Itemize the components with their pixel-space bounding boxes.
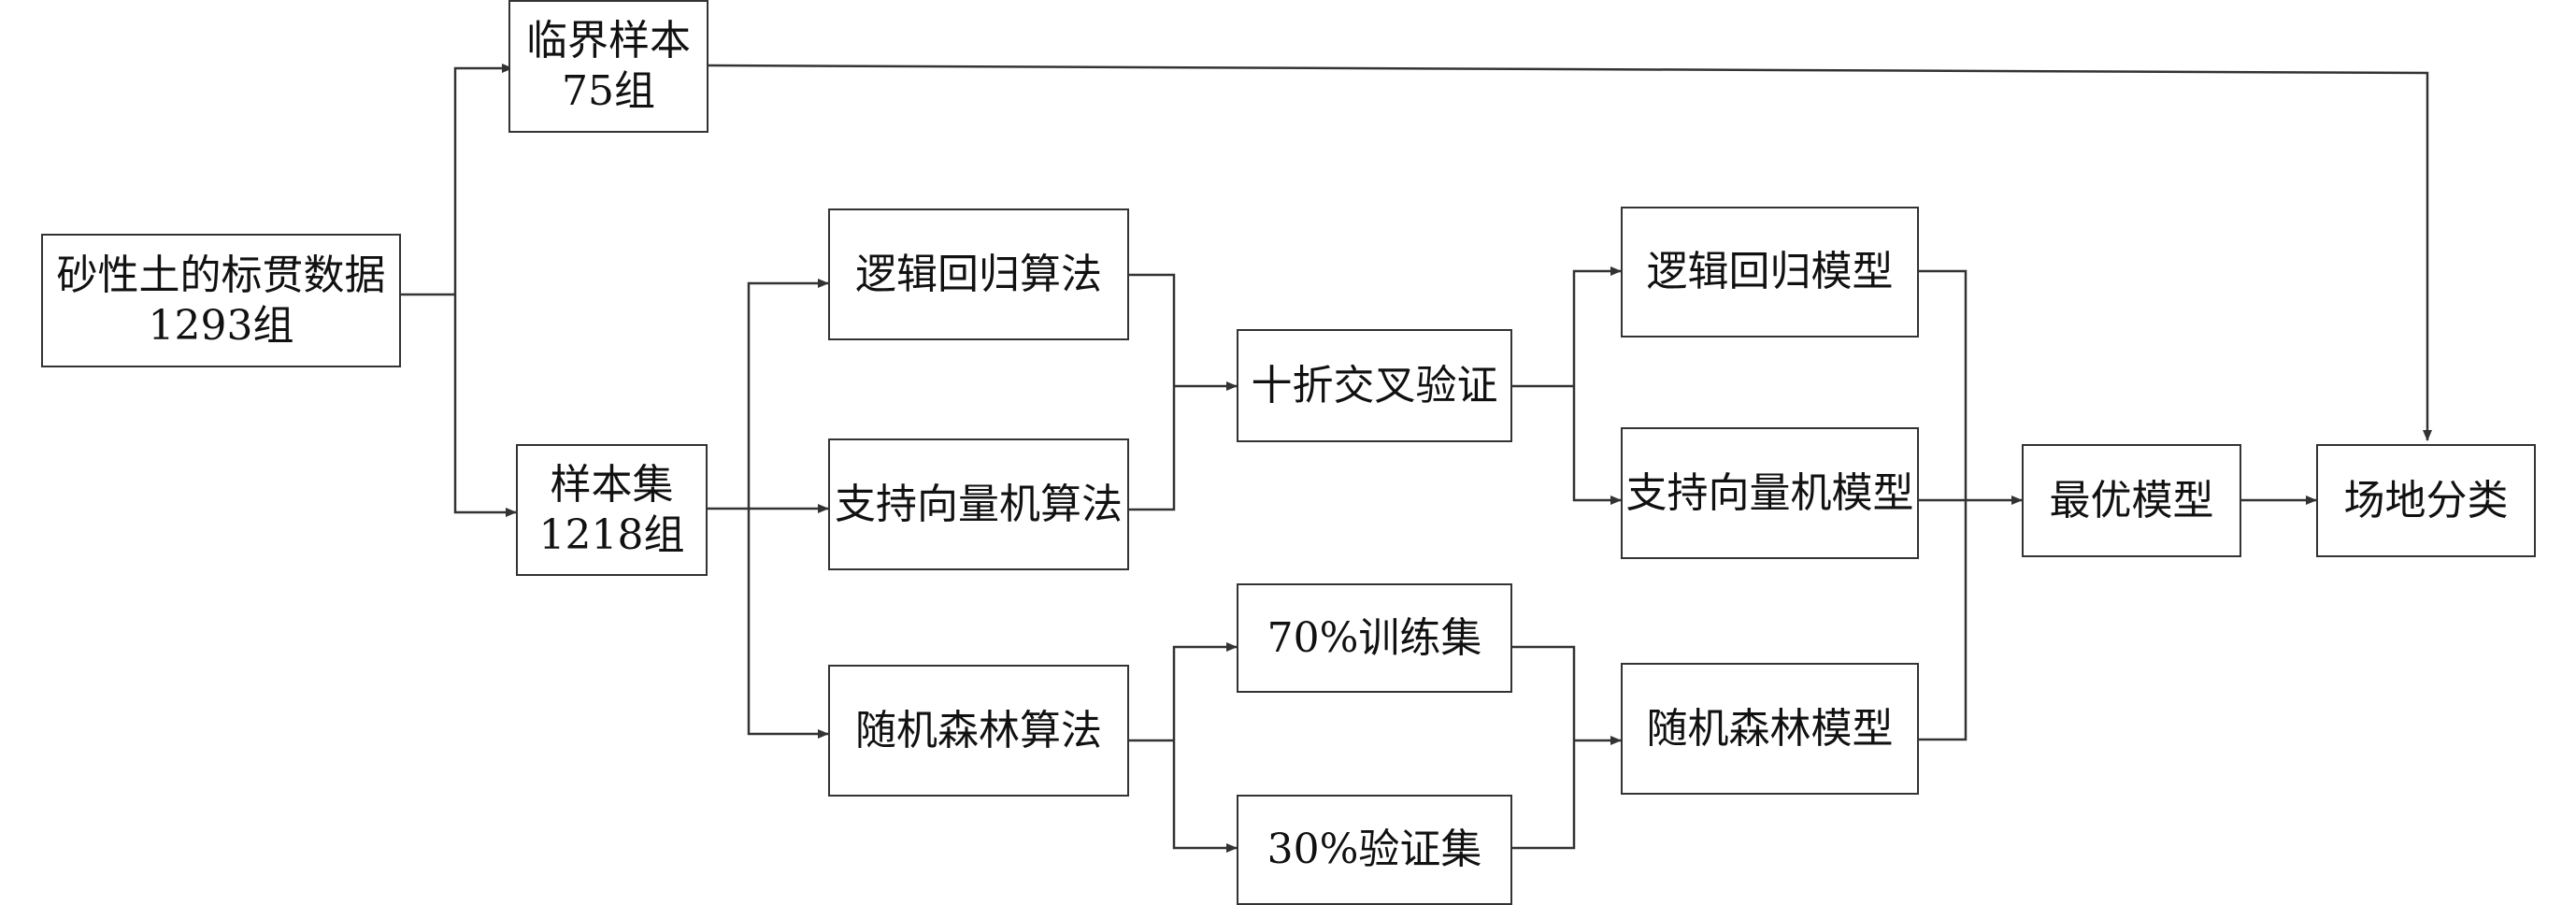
edge-rf-model-merge: [1919, 500, 1968, 741]
svm-algorithm-box: 支持向量机算法: [828, 438, 1129, 570]
sandy-soil-data-count: 1293组: [148, 301, 294, 350]
edge-to-critical-samples: [453, 64, 513, 294]
edge-to-validate-30: [1172, 740, 1238, 853]
edge-validate-merge: [1512, 740, 1576, 850]
edge-to-sample-set: [453, 294, 517, 517]
rf-algorithm-box: 随机森林算法: [828, 665, 1129, 797]
sandy-soil-data-box: 砂性土的标贯数据 1293组: [41, 234, 401, 367]
edge-to-logistic-algorithm: [747, 279, 829, 509]
rf-model-box: 随机森林模型: [1621, 663, 1919, 795]
edge-svm-to-cv: [1129, 386, 1176, 511]
validate-30-box: 30%验证集: [1237, 795, 1512, 905]
train-70-box: 70%训练集: [1237, 583, 1512, 693]
edge-to-logistic-model: [1572, 266, 1622, 386]
edge-to-train-70: [1172, 642, 1238, 740]
logistic-model-box: 逻辑回归模型: [1621, 207, 1919, 338]
best-model-label: 最优模型: [2049, 476, 2214, 524]
best-model-box: 最优模型: [2022, 444, 2241, 557]
validate-30-label: 30%验证集: [1267, 826, 1482, 874]
critical-samples-box: 临界样本 75组: [508, 0, 708, 133]
rf-algorithm-label: 随机森林算法: [855, 706, 1102, 754]
edge-to-svm-model: [1572, 386, 1622, 505]
critical-samples-title: 临界样本: [526, 17, 691, 65]
sample-set-box: 样本集 1218组: [516, 444, 708, 576]
critical-samples-count: 75组: [562, 67, 655, 115]
train-70-label: 70%训练集: [1267, 613, 1482, 662]
svm-algorithm-label: 支持向量机算法: [835, 480, 1123, 528]
tenfold-cv-label: 十折交叉验证: [1251, 361, 1498, 409]
tenfold-cv-box: 十折交叉验证: [1237, 329, 1512, 442]
sample-set-count: 1218组: [538, 510, 685, 559]
logistic-algorithm-label: 逻辑回归算法: [855, 250, 1102, 298]
logistic-model-label: 逻辑回归模型: [1646, 248, 1894, 296]
svm-model-box: 支持向量机模型: [1621, 427, 1919, 559]
edge-train-merge: [1512, 645, 1576, 740]
edge-critical-to-classification: [708, 64, 2432, 441]
site-classification-label: 场地分类: [2343, 476, 2509, 524]
sandy-soil-data-title: 砂性土的标贯数据: [56, 251, 386, 299]
edge-logistic-model-merge: [1919, 269, 1968, 500]
logistic-algorithm-box: 逻辑回归算法: [828, 208, 1129, 340]
edge-to-rf-algorithm: [747, 509, 829, 739]
rf-model-label: 随机森林模型: [1646, 704, 1894, 753]
edge-logistic-to-cv: [1129, 273, 1176, 386]
site-classification-box: 场地分类: [2316, 444, 2536, 557]
sample-set-title: 样本集: [550, 460, 674, 509]
svm-model-label: 支持向量机模型: [1625, 468, 1914, 517]
